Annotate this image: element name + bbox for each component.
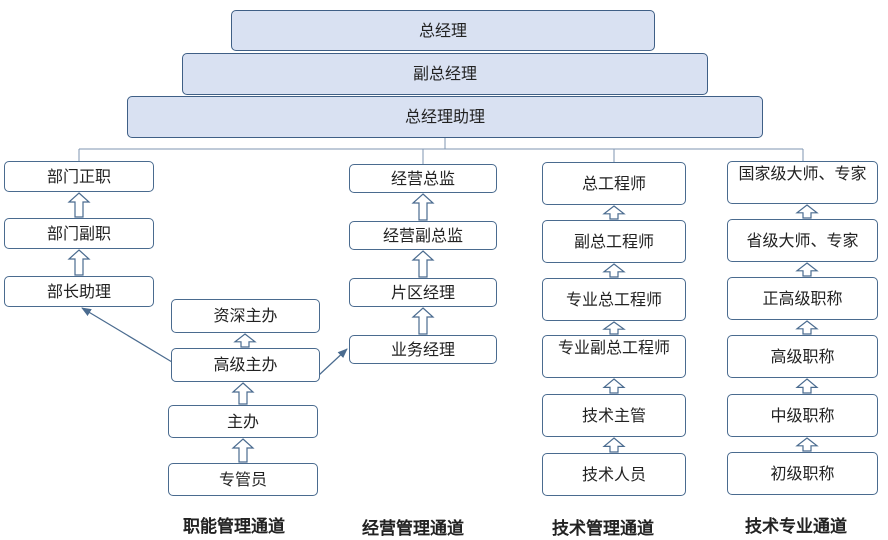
intermediate-title-label: 中级职称 bbox=[770, 405, 835, 425]
senior-professional-title-label: 正高级职称 bbox=[762, 288, 843, 308]
specialty-deputy-chief-engineer-box: 专业副总工程师 bbox=[542, 335, 686, 378]
business-manager-label: 业务经理 bbox=[390, 339, 455, 359]
branch-bus bbox=[78, 138, 804, 164]
up-arrow-icon bbox=[233, 333, 257, 348]
advanced-title-label: 高级职称 bbox=[770, 346, 835, 366]
assistant-general-manager-box: 总经理助理 bbox=[127, 96, 763, 138]
up-arrow-icon bbox=[411, 250, 435, 278]
up-arrow-icon bbox=[602, 437, 626, 453]
clerk-label: 专管员 bbox=[218, 469, 267, 489]
up-arrow-icon bbox=[602, 321, 626, 335]
general-manager-box: 总经理 bbox=[231, 10, 655, 51]
general-manager-label: 总经理 bbox=[418, 20, 467, 40]
deputy-general-manager-label: 副总经理 bbox=[412, 64, 477, 83]
officer-box: 主办 bbox=[168, 405, 318, 438]
technical-supervisor-box: 技术主管 bbox=[542, 394, 686, 437]
arrow-to-sales bbox=[318, 348, 348, 376]
technical-staff-box: 技术人员 bbox=[542, 453, 686, 496]
junior-title-box: 初级职称 bbox=[727, 452, 878, 495]
up-arrow-icon bbox=[795, 437, 819, 452]
provincial-master-box: 省级大师、专家 bbox=[727, 219, 878, 262]
specialty-chief-engineer-box: 专业总工程师 bbox=[542, 278, 686, 321]
up-arrow-icon bbox=[67, 192, 91, 218]
specialty-chief-engineer-label: 专业总工程师 bbox=[565, 289, 662, 309]
dept-head-label: 部门正职 bbox=[46, 166, 111, 186]
business-director-label: 经营总监 bbox=[390, 168, 455, 188]
up-arrow-icon bbox=[231, 438, 255, 463]
business-deputy-director-label: 经营副总监 bbox=[382, 225, 463, 245]
chief-engineer-box: 总工程师 bbox=[542, 162, 686, 205]
deputy-chief-engineer-box: 副总工程师 bbox=[542, 220, 686, 263]
senior-officer-label: 高级主办 bbox=[213, 355, 278, 374]
dept-head-box: 部门正职 bbox=[4, 161, 154, 192]
promotion-arrows bbox=[67, 192, 819, 463]
senior-professional-title-box: 正高级职称 bbox=[727, 277, 878, 320]
minister-assistant-label: 部长助理 bbox=[46, 281, 111, 301]
functional-channel-caption: 职能管理通道 bbox=[183, 517, 285, 537]
regional-manager-box: 片区经理 bbox=[349, 278, 497, 307]
minister-assistant-box: 部长助理 bbox=[4, 276, 154, 307]
up-arrow-icon bbox=[602, 263, 626, 278]
assistant-general-manager-label: 总经理助理 bbox=[404, 107, 485, 126]
up-arrow-icon bbox=[411, 193, 435, 221]
senior-officer-box: 高级主办 bbox=[171, 348, 320, 382]
up-arrow-icon bbox=[795, 378, 819, 394]
business-channel-caption: 经营管理通道 bbox=[362, 519, 464, 539]
advanced-title-box: 高级职称 bbox=[727, 335, 878, 378]
business-director-box: 经营总监 bbox=[349, 164, 497, 193]
up-arrow-icon bbox=[411, 307, 435, 335]
business-manager-box: 业务经理 bbox=[349, 335, 497, 364]
tech-management-channel-caption: 技术管理通道 bbox=[552, 519, 654, 539]
deputy-chief-engineer-label: 副总工程师 bbox=[573, 231, 654, 251]
officer-label: 主办 bbox=[226, 411, 259, 431]
up-arrow-icon bbox=[795, 320, 819, 335]
tech-specialty-channel-caption: 技术专业通道 bbox=[745, 517, 847, 537]
up-arrow-icon bbox=[602, 205, 626, 220]
technical-staff-label: 技术人员 bbox=[581, 464, 646, 484]
senior-specialist-box: 资深主办 bbox=[171, 299, 320, 333]
deputy-general-manager-box: 副总经理 bbox=[182, 53, 708, 95]
up-arrow-icon bbox=[67, 249, 91, 276]
business-deputy-director-box: 经营副总监 bbox=[349, 221, 497, 250]
up-arrow-icon bbox=[795, 204, 819, 219]
clerk-box: 专管员 bbox=[168, 463, 318, 496]
national-master-box: 国家级大师、专家 bbox=[727, 161, 878, 204]
up-arrow-icon bbox=[795, 262, 819, 277]
technical-supervisor-label: 技术主管 bbox=[581, 405, 646, 425]
dept-deputy-box: 部门副职 bbox=[4, 218, 154, 249]
up-arrow-icon bbox=[231, 382, 255, 405]
up-arrow-icon bbox=[602, 378, 626, 394]
cross-channel-arrows bbox=[81, 307, 348, 376]
provincial-master-label: 省级大师、专家 bbox=[746, 230, 859, 250]
chief-engineer-label: 总工程师 bbox=[581, 173, 646, 193]
senior-specialist-label: 资深主办 bbox=[213, 306, 278, 325]
regional-manager-label: 片区经理 bbox=[390, 282, 455, 302]
national-master-label: 国家级大师、专家 bbox=[738, 164, 867, 183]
specialty-deputy-chief-engineer-label: 专业副总工程师 bbox=[557, 338, 670, 357]
junior-title-label: 初级职称 bbox=[770, 463, 835, 483]
arrow-to-branch bbox=[81, 307, 173, 363]
dept-deputy-label: 部门副职 bbox=[46, 223, 111, 243]
intermediate-title-box: 中级职称 bbox=[727, 394, 878, 437]
